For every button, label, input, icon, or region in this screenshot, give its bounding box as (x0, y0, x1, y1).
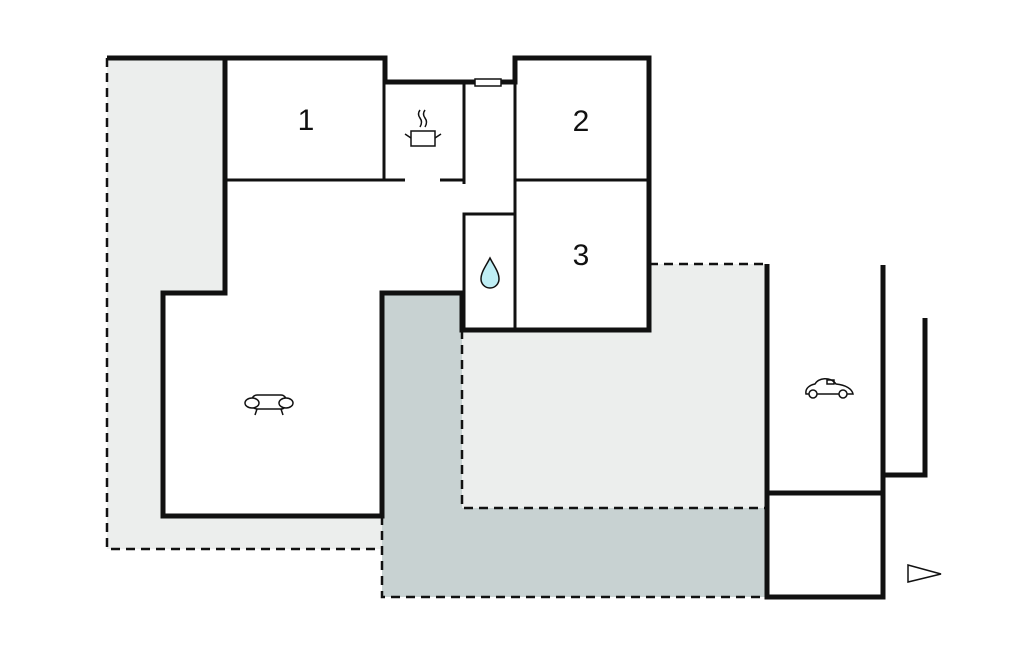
water-drop-icon (480, 256, 500, 289)
terrace-left (107, 58, 382, 549)
covered-terrace (382, 293, 767, 597)
car-icon (805, 378, 854, 399)
interior-walls (225, 82, 649, 330)
room-3-label: 3 (572, 239, 590, 272)
window (474, 78, 502, 87)
exterior-walls (107, 55, 928, 600)
room-1-label: 1 (297, 104, 315, 137)
terrace-boundaries (105, 58, 767, 599)
sofa-icon (244, 394, 294, 416)
north-arrow-icon (907, 564, 942, 583)
room-2-label: 2 (572, 105, 590, 138)
kitchen-pot-icon (404, 109, 442, 147)
terrace-right (462, 264, 767, 508)
